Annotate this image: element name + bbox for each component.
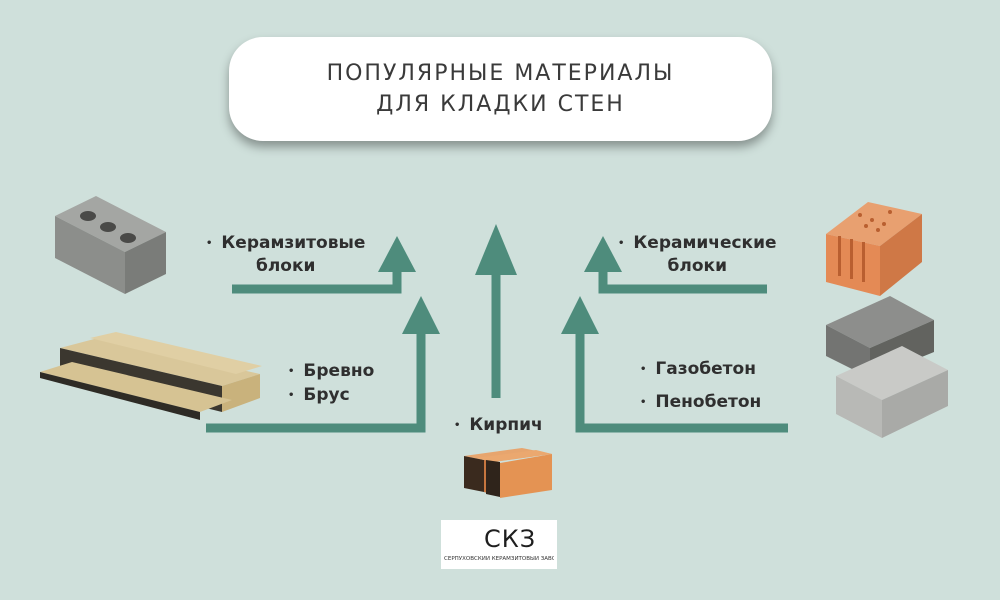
- bullet: •: [288, 366, 295, 377]
- label-foam-concrete: Пенобетон: [655, 392, 762, 412]
- bullet: •: [640, 364, 647, 375]
- logo: [441, 520, 557, 569]
- ceramic-block-image: [826, 202, 922, 296]
- bullet: •: [288, 390, 295, 401]
- label-brick: • Кирпич: [454, 414, 543, 437]
- arrowhead-ceramic: [584, 236, 622, 272]
- label-claydite-blocks: • Керамзитовые блоки: [206, 232, 365, 278]
- arrowhead-brick: [475, 224, 517, 275]
- bullet: •: [640, 397, 647, 408]
- label-brick-text: Кирпич: [469, 415, 543, 435]
- logo-caption: СЕРПУХОВСКИЙ КЕРАМЗИТОВЫЙ ЗАВОД: [444, 556, 554, 562]
- label-ceramic-line1: Керамические: [633, 233, 777, 253]
- label-aerated-2: • Пенобетон: [640, 391, 761, 414]
- label-aerated-1: • Газобетон: [640, 358, 756, 381]
- label-ceramic-blocks: • Керамические блоки: [618, 232, 777, 278]
- label-aerated-concrete: Газобетон: [655, 359, 756, 379]
- aerated-blocks-image: [826, 296, 948, 438]
- bullet: •: [618, 238, 625, 249]
- logo-text: СКЗ: [484, 525, 537, 553]
- label-log: Бревно: [303, 361, 375, 381]
- timber-image: [40, 332, 262, 420]
- bullet: •: [454, 420, 461, 431]
- arrowhead-aerated: [561, 296, 599, 334]
- label-timber-1: • Бревно: [288, 360, 374, 383]
- title-line-1: ПОПУЛЯРНЫЕ МАТЕРИАЛЫ: [326, 61, 675, 86]
- title-line-2: ДЛЯ КЛАДКИ СТЕН: [376, 92, 625, 117]
- claydite-block-image: [55, 196, 166, 294]
- label-timber-2: • Брус: [288, 384, 350, 407]
- arrow-timber: [206, 325, 426, 433]
- label-claydite-line2: блоки: [255, 256, 316, 276]
- title-card: ПОПУЛЯРНЫЕ МАТЕРИАЛЫ ДЛЯ КЛАДКИ СТЕН: [229, 37, 772, 141]
- bullet: •: [206, 238, 213, 249]
- arrow-aerated: [575, 325, 788, 433]
- label-ceramic-line2: блоки: [667, 256, 727, 276]
- label-beam: Брус: [303, 385, 350, 405]
- arrowhead-claydite: [378, 236, 416, 272]
- arrow-heads: [378, 224, 622, 334]
- arrow-ceramic: [598, 265, 767, 294]
- arrow-claydite: [232, 265, 402, 294]
- label-claydite-line1: Керамзитовые: [221, 233, 366, 253]
- brick-image: [464, 448, 552, 498]
- arrows: [206, 265, 788, 433]
- arrowhead-timber: [402, 296, 440, 334]
